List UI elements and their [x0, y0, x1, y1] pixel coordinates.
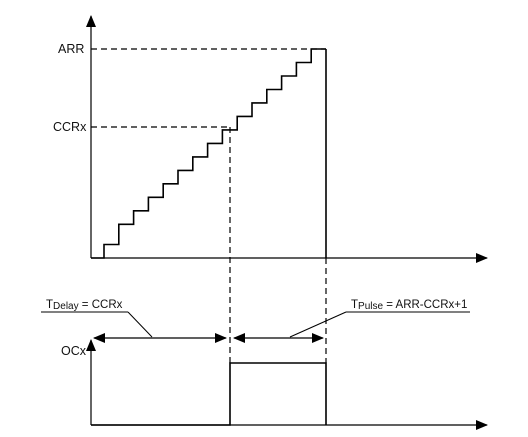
tdelay-subscript: Delay: [53, 301, 79, 312]
tpulse-label: TPulse = ARR-CCRx+1: [351, 299, 467, 312]
tdelay-label: TDelay = CCRx: [46, 299, 123, 312]
tpulse-subscript: Pulse: [358, 301, 383, 312]
tdelay-equation: = CCRx: [79, 299, 123, 311]
ocx-label: OCx: [61, 344, 87, 358]
tdelay-t: T: [46, 299, 53, 311]
arr-label: ARR: [58, 42, 84, 56]
counter-staircase: [91, 48, 326, 259]
tpulse-equation: = ARR-CCRx+1: [383, 299, 467, 311]
tpulse-t: T: [351, 299, 358, 311]
tpulse-leader-line: [289, 311, 347, 338]
ccrx-label: CCRx: [53, 120, 87, 134]
tdelay-leader-line: [127, 311, 153, 338]
ocx-pulse-waveform: [91, 362, 327, 426]
